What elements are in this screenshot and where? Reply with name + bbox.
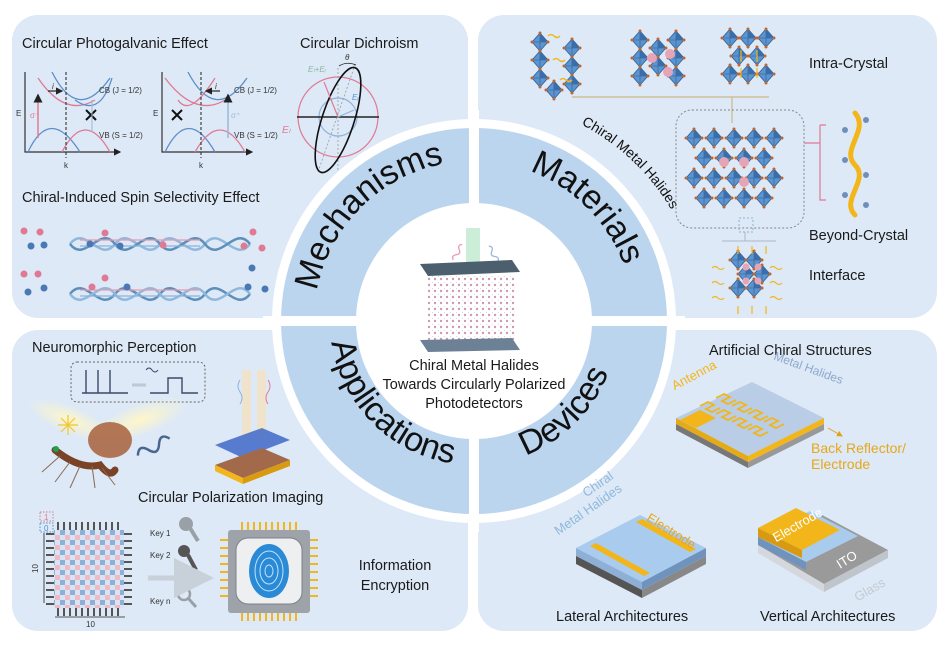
theta-label: θ <box>345 53 350 62</box>
back-reflector-line-1: Back Reflector/ <box>811 440 906 456</box>
keys-illustration: Key 1 Key 2 Key n <box>148 517 214 608</box>
center-title-line-1: Chiral Metal Halides <box>409 358 539 374</box>
cd-title: Circular Dichroism <box>300 36 419 52</box>
cpge-title: Circular Photogalvanic Effect <box>22 36 208 52</box>
vb-label: VB (S = 1/2) <box>99 131 143 140</box>
lateral-architectures-label: Lateral Architectures <box>556 609 689 625</box>
interface-structure <box>711 217 783 314</box>
sigma-minus-label: σ⁻ <box>30 111 39 120</box>
encryption-label: Information Encryption <box>340 556 450 596</box>
center-title-line-2: Towards Circularly Polarized <box>382 377 566 393</box>
center-title-line-3: Photodetectors <box>425 396 523 412</box>
key-icon <box>178 545 190 557</box>
center-title: Chiral Metal Halides Towards Circularly … <box>353 357 595 414</box>
back-reflector-label: Back Reflector/ Electrode <box>811 440 906 472</box>
energy-axis-label: E <box>16 109 21 118</box>
artificial-chiral-title: Artificial Chiral Structures <box>709 343 872 359</box>
sigma-plus-label: σ⁺ <box>231 111 240 120</box>
fingerprint-chip <box>220 522 318 621</box>
energy-axis-label: E <box>153 109 158 118</box>
current-label: i <box>52 82 54 91</box>
current-label: i <box>215 82 217 91</box>
k-axis-label: k <box>64 161 69 170</box>
el-label: Eₗ <box>282 125 292 136</box>
intra-crystal-label: Intra-Crystal <box>809 56 888 72</box>
er-label: Eᵣ <box>352 93 359 102</box>
insect-illustration <box>27 397 188 489</box>
beyond-crystal-structure <box>675 109 869 229</box>
ciss-title: Chiral-Induced Spin Selectivity Effect <box>22 190 260 206</box>
vertical-architectures-label: Vertical Architectures <box>760 609 896 625</box>
key-n-label: Key n <box>150 597 170 606</box>
cb-label: CB (J = 1/2) <box>99 86 142 95</box>
k-axis-label: k <box>199 161 204 170</box>
neuromorphic-spike-box <box>70 361 206 403</box>
beyond-crystal-label: Beyond-Crystal <box>809 228 909 244</box>
vertical-device <box>758 508 888 592</box>
key-1-label: Key 1 <box>150 529 171 538</box>
cpge-diagram-right: E k i σ⁺ CB (J = 1/2) VB (S = 1/2) <box>153 71 278 170</box>
vb-label: VB (S = 1/2) <box>234 131 278 140</box>
back-reflector-line-2: Electrode <box>811 456 871 472</box>
key-2-label: Key 2 <box>150 551 171 560</box>
encryption-line-1: Information <box>358 558 432 574</box>
intra-crystal-structures <box>530 27 776 123</box>
sum-field-label: Eₗ+Eᵣ <box>308 65 327 74</box>
bit-one-label: 1 <box>44 513 49 522</box>
neuromorphic-title: Neuromorphic Perception <box>32 340 197 356</box>
imaging-title: Circular Polarization Imaging <box>138 490 324 506</box>
bit-zero-label: 0 <box>44 524 49 533</box>
center-device-illustration <box>420 228 520 352</box>
artificial-chiral-device <box>676 382 843 468</box>
lateral-device <box>576 515 706 598</box>
circular-dichroism-diagram: θ Eₗ+Eᵣ Eᵣ Eₗ <box>282 53 379 174</box>
interface-label: Interface <box>809 268 866 284</box>
key-icon <box>179 517 193 531</box>
chip-stack-illustration <box>215 370 290 484</box>
cb-label: CB (J = 1/2) <box>234 86 277 95</box>
ciss-diagram <box>20 227 269 301</box>
grid-width-label: 10 <box>86 620 95 629</box>
encryption-grid: 1 0 10 10 <box>31 511 132 629</box>
cpge-diagram-left: E k i σ⁻ CB (J = 1/2) VB (S = 1/2) <box>16 71 143 170</box>
encryption-line-2: Encryption <box>360 578 430 594</box>
grid-height-label: 10 <box>31 564 40 573</box>
